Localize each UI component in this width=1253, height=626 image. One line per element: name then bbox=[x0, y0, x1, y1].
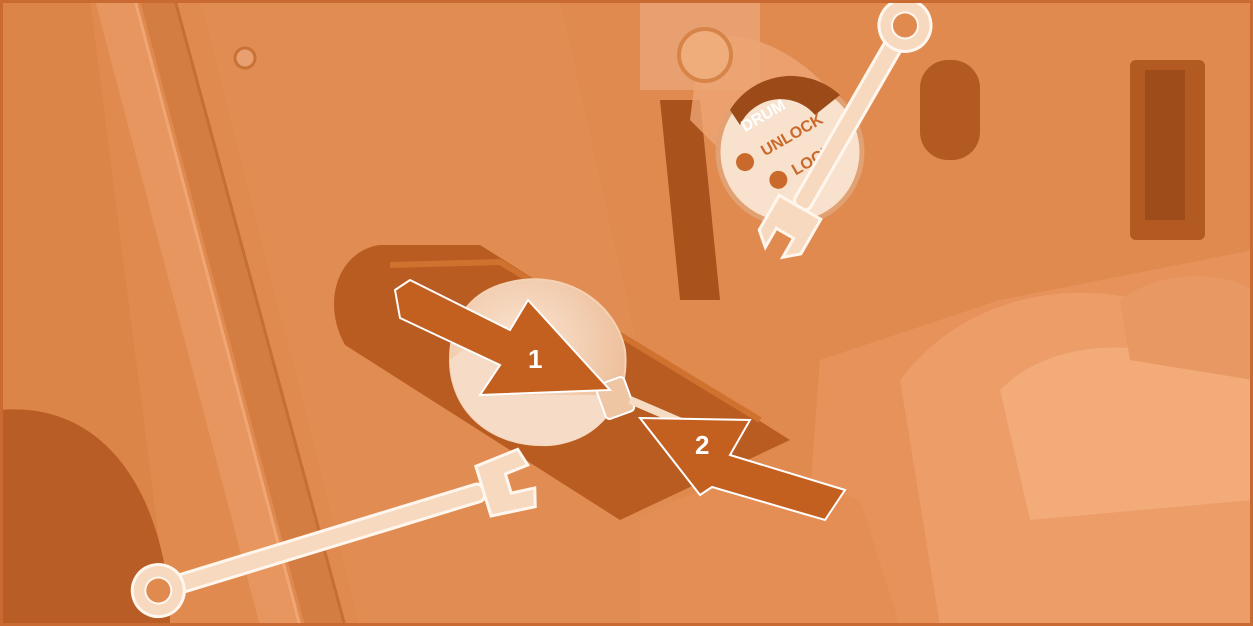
callout-number-2: 2 bbox=[695, 430, 709, 460]
callout-number-1: 1 bbox=[528, 344, 542, 374]
panel-bolt bbox=[235, 48, 255, 68]
